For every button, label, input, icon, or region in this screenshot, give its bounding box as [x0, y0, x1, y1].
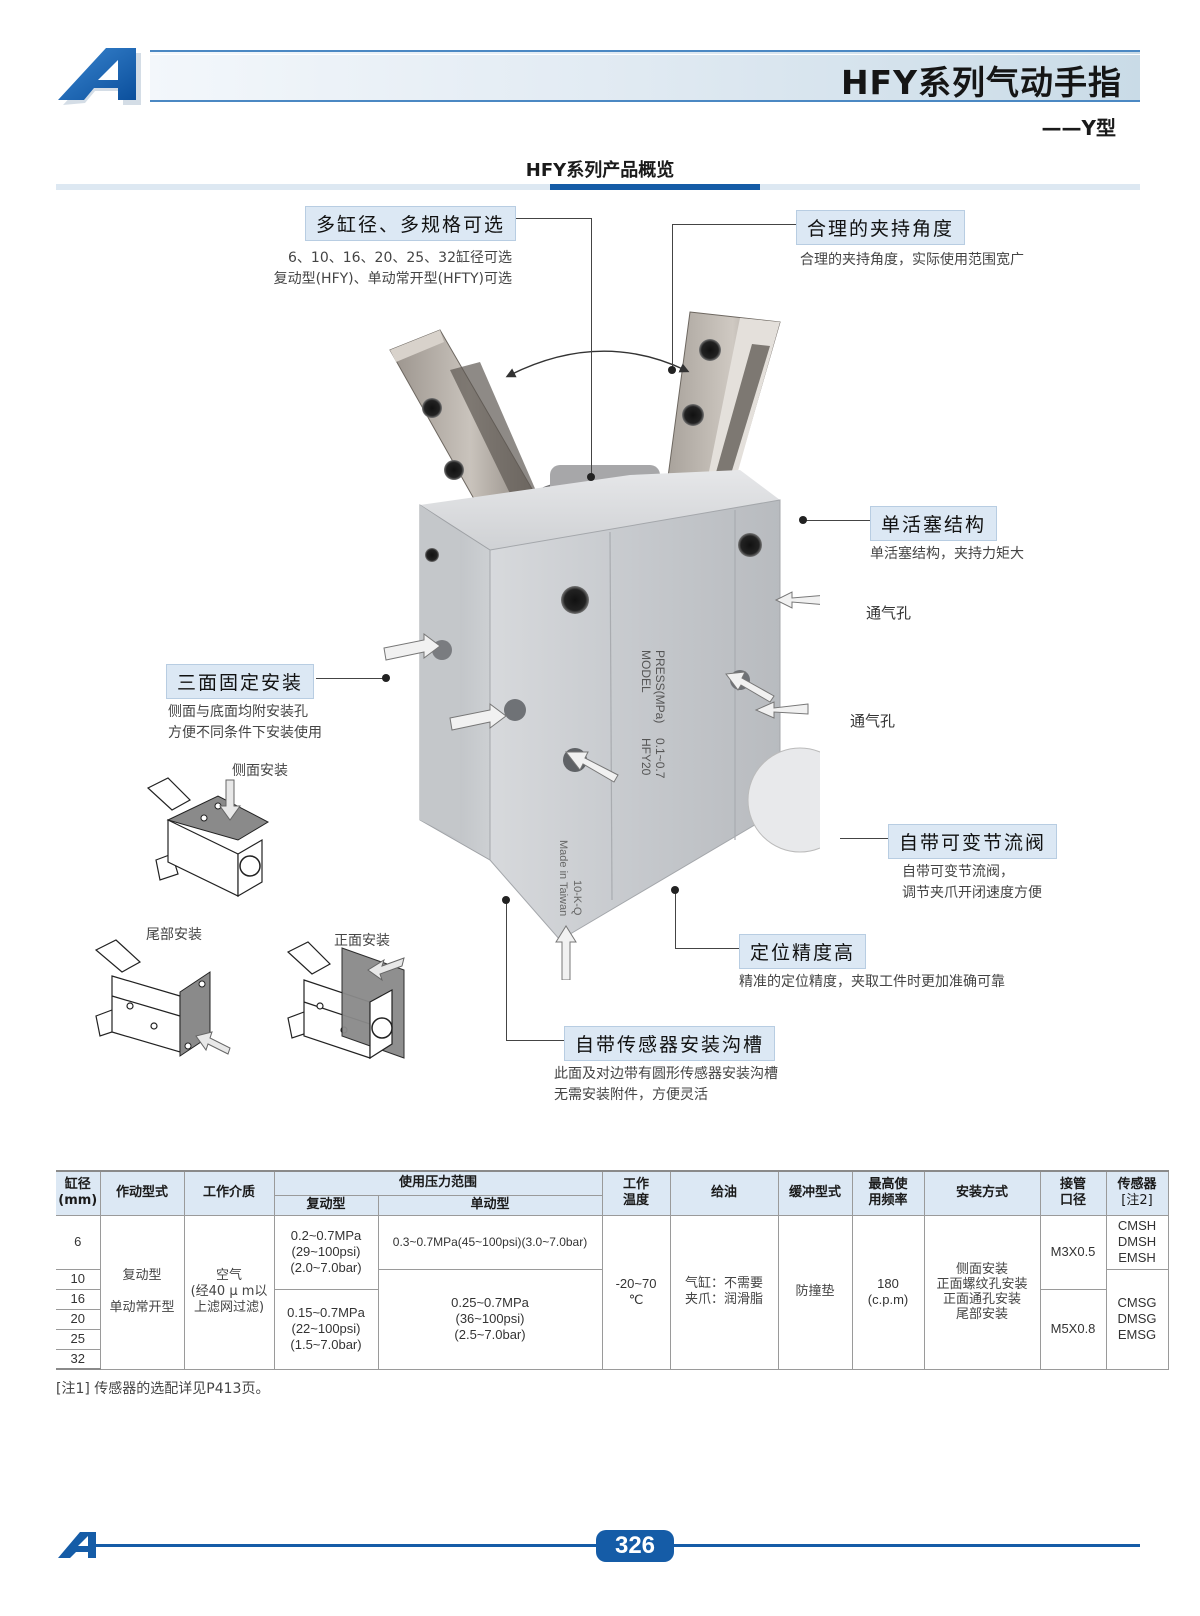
leader-line [506, 900, 507, 1040]
callout-sensor-groove: 自带传感器安装沟槽 [564, 1026, 776, 1061]
gripper-product-image: MODEL PRESS(MPa) HFY20 0.1~0.7 Made in T… [383, 311, 820, 980]
header-temperature: 工作温度 [602, 1170, 671, 1216]
medium-cell: 空气(经40 μ m以上滤网过滤) [184, 1214, 275, 1370]
leader-line [840, 838, 888, 839]
leader-line [672, 224, 796, 225]
footnote: [注1] 传感器的选配详见P413页。 [56, 1381, 270, 1397]
bore-cell: 25 [56, 1328, 101, 1350]
page-number: 326 [596, 1530, 674, 1562]
bore-cell: 16 [56, 1288, 101, 1310]
callout-clamp-angle-desc: 合理的夹持角度，实际使用范围宽广 [800, 252, 1024, 268]
callout-single-piston: 单活塞结构 [870, 506, 998, 541]
pressure-single-small-cell: 0.3~0.7MPa(45~100psi)(3.0~7.0bar) [378, 1214, 603, 1270]
leader-dot [382, 674, 390, 682]
svg-text:0.1~0.7: 0.1~0.7 [653, 738, 667, 779]
header-mounting: 安装方式 [924, 1170, 1041, 1216]
header-lubrication: 给油 [670, 1170, 779, 1216]
section-divider [56, 184, 1140, 190]
spec-table: 缸径(mm) 作动型式 工作介质 使用压力范围 工作温度 给油 缓冲型式 最高使… [56, 1170, 1169, 1370]
callout-three-side-mount: 三面固定安装 [166, 664, 315, 699]
header-action: 作动型式 [100, 1170, 185, 1216]
callout-clamp-angle: 合理的夹持角度 [796, 210, 966, 245]
frequency-cell: 180(c.p.m) [852, 1214, 925, 1370]
svg-text:10-K-Q: 10-K-Q [571, 880, 583, 916]
callout-precision: 定位精度高 [739, 934, 867, 969]
pressure-single-large-cell: 0.25~0.7MPa(36~100psi)(2.5~7.0bar) [378, 1268, 603, 1370]
callout-sensor-groove-desc: 此面及对边带有圆形传感器安装沟槽 无需安装附件，方便灵活 [554, 1066, 778, 1103]
mount-side-label: 侧面安装 [232, 763, 288, 779]
front-mount-diagram [286, 941, 405, 1060]
callout-multi-spec: 多缸径、多规格可选 [305, 206, 517, 241]
action-cell: 复动型单动常开型 [100, 1214, 185, 1370]
leader-dot [668, 366, 676, 374]
header-bore: 缸径(mm) [56, 1170, 101, 1216]
page-title: HFY系列气动手指 [840, 63, 1122, 102]
callout-three-side-mount-desc: 侧面与底面均附安装孔 方便不同条件下安装使用 [168, 704, 322, 741]
title-band: HFY系列气动手指 [150, 50, 1140, 102]
header-pressure-range: 使用压力范围 [274, 1170, 603, 1196]
rear-mount-diagram [94, 939, 231, 1057]
leader-dot [587, 473, 595, 481]
header-pressure-single: 单动型 [378, 1194, 603, 1216]
port-large-cell: M5X0.8 [1040, 1288, 1107, 1370]
temperature-cell: -20~70℃ [602, 1214, 671, 1370]
leader-dot [671, 886, 679, 894]
svg-text:Made in Taiwan: Made in Taiwan [557, 840, 569, 916]
leader-line [508, 218, 592, 219]
header-pressure-double: 复动型 [274, 1194, 379, 1216]
header-cushion: 缓冲型式 [778, 1170, 853, 1216]
callout-multi-spec-desc: 6、10、16、20、25、32缸径可选 复动型(HFY)、单动常开型(HFTY… [273, 250, 512, 287]
header-frequency: 最高使用频率 [852, 1170, 925, 1216]
leader-dot [502, 896, 510, 904]
leader-line [316, 678, 386, 679]
pressure-double-small-cell: 0.2~0.7MPa(29~100psi)(2.0~7.0bar) [274, 1214, 379, 1290]
header-sensor: 传感器[注2] [1106, 1170, 1169, 1216]
callout-flow-valve-desc: 自带可变节流阀， 调节夹爪开闭速度方便 [902, 864, 1042, 901]
pressure-double-large-cell: 0.15~0.7MPa(22~100psi)(1.5~7.0bar) [274, 1288, 379, 1370]
air-port-label-1: 通气孔 [866, 604, 912, 622]
header-medium: 工作介质 [184, 1170, 275, 1216]
mount-rear-label: 尾部安装 [146, 927, 202, 943]
callout-flow-valve: 自带可变节流阀 [888, 824, 1058, 859]
footer-logo-icon [58, 1532, 96, 1558]
leader-line [591, 218, 592, 478]
leader-line [672, 224, 673, 369]
body-marking: MODEL PRESS(MPa) HFY20 0.1~0.7 [639, 650, 667, 779]
bore-cell: 6 [56, 1214, 101, 1270]
lubrication-cell: 气缸：不需要夹爪：润滑脂 [670, 1214, 779, 1370]
svg-text:MODEL: MODEL [639, 650, 653, 693]
leader-line [675, 890, 676, 948]
leader-line [675, 948, 739, 949]
air-port-label-2: 通气孔 [850, 712, 896, 730]
bore-cell: 32 [56, 1348, 101, 1370]
port-small-cell: M3X0.5 [1040, 1214, 1107, 1290]
mount-front-label: 正面安装 [334, 933, 390, 949]
leader-line [506, 1040, 564, 1041]
callout-single-piston-desc: 单活塞结构，夹持力矩大 [870, 546, 1024, 562]
callout-precision-desc: 精准的定位精度，夹取工件时更加准确可靠 [739, 974, 1005, 990]
side-mount-diagram [146, 777, 270, 898]
cushion-cell: 防撞垫 [778, 1214, 853, 1370]
header-port: 接管口径 [1040, 1170, 1107, 1216]
leader-line [804, 520, 870, 521]
brand-logo-icon [58, 48, 141, 105]
svg-text:HFY20: HFY20 [639, 738, 653, 776]
leader-dot [799, 516, 807, 524]
svg-text:PRESS(MPa): PRESS(MPa) [653, 650, 667, 723]
bore-cell: 10 [56, 1268, 101, 1290]
section-title: HFY系列产品概览 [525, 160, 675, 181]
mounting-cell: 侧面安装正面螺纹孔安装正面通孔安装尾部安装 [924, 1214, 1041, 1370]
page-subtitle: ——Y型 [1041, 116, 1116, 140]
bore-cell: 20 [56, 1308, 101, 1330]
